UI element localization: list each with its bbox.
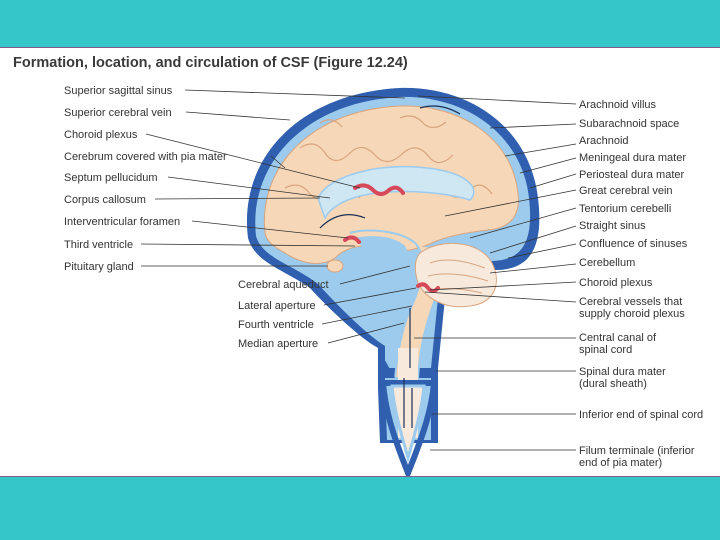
label-central-canal: Central canal of spinal cord: [579, 332, 656, 356]
label-confluence-of-sinuses: Confluence of sinuses: [579, 238, 688, 250]
label-straight-sinus: Straight sinus: [579, 220, 646, 232]
label-filum-terminale-line2: end of pia mater): [579, 457, 663, 469]
slide-panel: Formation, location, and circulation of …: [0, 47, 720, 477]
label-choroid-plexus-right: Choroid plexus: [579, 277, 653, 289]
label-septum-pellucidum: Septum pellucidum: [64, 172, 158, 184]
label-superior-cerebral-vein: Superior cerebral vein: [64, 107, 172, 119]
label-third-ventricle: Third ventricle: [64, 239, 134, 251]
third-ventricle: [355, 236, 408, 280]
label-filum-terminale: Filum terminale (inferior end of pia mat…: [579, 445, 695, 469]
label-median-aperture: Median aperture: [238, 338, 319, 350]
csf-diagram: [140, 87, 577, 476]
label-cerebellum: Cerebellum: [579, 257, 636, 269]
flow-arrows: [319, 105, 461, 428]
choroid-plexus: [343, 183, 405, 244]
label-subarachnoid-space: Subarachnoid space: [579, 118, 680, 130]
label-cerebral-vessels: Cerebral vessels that supply choroid ple…: [579, 296, 685, 320]
label-central-canal-line2: spinal cord: [579, 344, 633, 356]
label-lateral-aperture: Lateral aperture: [238, 300, 316, 312]
leader-lines-center: [321, 265, 417, 344]
label-cerebral-vessels-line1: Cerebral vessels that: [579, 296, 683, 308]
leader-lines-left: [140, 89, 406, 267]
label-arachnoid-villus: Arachnoid villus: [579, 99, 657, 111]
label-cerebral-aqueduct: Cerebral aqueduct: [238, 279, 329, 291]
pituitary: [326, 259, 344, 273]
label-corpus-callosum: Corpus callosum: [64, 194, 146, 206]
label-cerebrum: Cerebrum covered with pia mater: [64, 151, 227, 163]
label-fourth-ventricle: Fourth ventricle: [238, 319, 314, 331]
label-choroid-plexus-left: Choroid plexus: [64, 129, 138, 141]
slide-title: Formation, location, and circulation of …: [13, 55, 408, 71]
filum-terminale: [379, 380, 438, 476]
leader-lines-right: [414, 95, 577, 451]
label-arachnoid: Arachnoid: [579, 135, 629, 147]
label-periosteal-dura-mater: Periosteal dura mater: [579, 169, 685, 181]
brainstem: [349, 229, 439, 379]
label-filum-terminale-line1: Filum terminale (inferior: [579, 445, 695, 457]
label-pituitary-gland: Pituitary gland: [64, 261, 134, 273]
corpus-callosum: [317, 165, 475, 220]
label-meningeal-dura-mater: Meningeal dura mater: [579, 152, 687, 164]
choroid-plexus-4th: [416, 282, 440, 293]
label-inferior-end-spinal-cord: Inferior end of spinal cord: [579, 409, 704, 421]
label-interventricular-foramen: Interventricular foramen: [64, 216, 181, 228]
filum-inner: [390, 384, 426, 464]
label-spinal-dura-mater-line2: (dural sheath): [579, 378, 647, 390]
label-spinal-dura-mater: Spinal dura mater (dural sheath): [579, 366, 666, 390]
label-superior-sagittal-sinus: Superior sagittal sinus: [64, 85, 173, 97]
label-cerebral-vessels-line2: supply choroid plexus: [579, 308, 685, 320]
label-central-canal-line1: Central canal of: [579, 332, 657, 344]
label-great-cerebral-vein: Great cerebral vein: [579, 185, 673, 197]
label-spinal-dura-mater-line1: Spinal dura mater: [579, 366, 666, 378]
label-tentorium-cerebelli: Tentorium cerebelli: [579, 203, 672, 215]
